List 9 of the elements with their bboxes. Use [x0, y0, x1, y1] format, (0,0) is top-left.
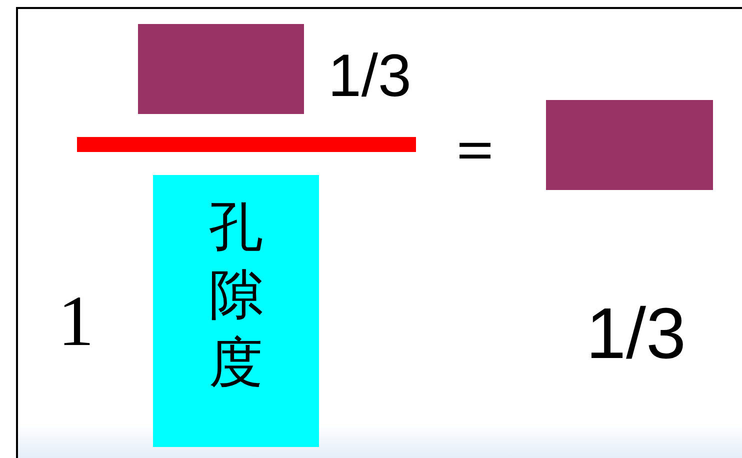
numeral-label: 1 — [58, 285, 94, 357]
filled-box — [138, 24, 304, 114]
text-box — [153, 175, 319, 447]
vertical-text: 孔隙度 — [208, 194, 264, 396]
fraction-label: 1/3 — [328, 46, 412, 106]
fraction-bar — [77, 137, 416, 152]
filled-box — [546, 100, 713, 190]
equals-sign: ＝ — [445, 118, 505, 178]
fraction-label: 1/3 — [586, 298, 686, 370]
